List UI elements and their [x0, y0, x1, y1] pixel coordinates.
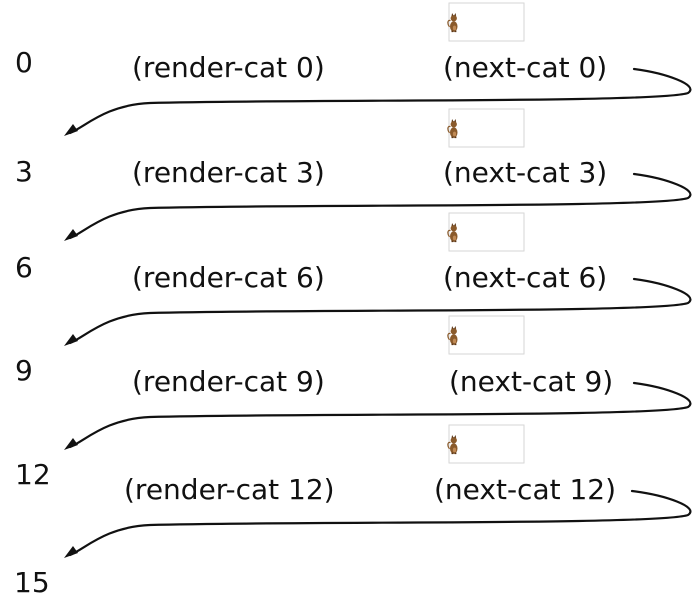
flow-arrow	[68, 381, 692, 449]
row-12: 12 (render-cat 12) (next-cat 12)	[15, 424, 692, 558]
render-cat-expression: (render-cat 0)	[132, 51, 325, 84]
render-cat-expression: (render-cat 9)	[132, 365, 325, 398]
row-3: 3 (render-cat 3) (next-cat 3)	[15, 108, 692, 241]
render-cat-expression: (render-cat 6)	[132, 261, 325, 294]
cat-thumbnail	[447, 108, 525, 148]
next-cat-expression: (next-cat 3)	[443, 156, 607, 189]
render-cat-expression: (render-cat 3)	[132, 156, 325, 189]
row-0: 0 (render-cat 0) (next-cat 0)	[15, 2, 692, 136]
cat-thumbnail	[447, 212, 525, 252]
counter-label: 9	[15, 354, 33, 387]
flow-arrow	[68, 172, 692, 240]
counter-label: 3	[15, 155, 33, 188]
next-cat-expression: (next-cat 0)	[443, 51, 607, 84]
render-cat-expression: (render-cat 12)	[124, 473, 335, 506]
cat-thumbnail	[447, 424, 525, 464]
arrowhead	[64, 229, 78, 241]
arrowhead	[64, 334, 78, 346]
next-cat-expression: (next-cat 9)	[449, 365, 613, 398]
flow-arrow	[68, 277, 692, 345]
arrowhead	[64, 546, 78, 558]
row-6: 6 (render-cat 6) (next-cat 6)	[15, 212, 692, 346]
next-cat-expression: (next-cat 6)	[443, 261, 607, 294]
flow-arrow	[68, 67, 692, 135]
thumbnail-frame	[448, 108, 525, 148]
counter-label: 0	[15, 46, 33, 79]
arrowhead	[64, 124, 78, 136]
final-counter-label: 15	[14, 566, 50, 599]
cat-thumbnail	[447, 315, 525, 355]
counter-label: 12	[15, 458, 51, 491]
counter-label: 6	[15, 251, 33, 284]
thumbnail-frame	[448, 315, 525, 355]
thumbnail-frame	[448, 2, 525, 42]
next-cat-expression: (next-cat 12)	[434, 473, 616, 506]
thumbnail-frame	[448, 424, 525, 464]
flow-arrow	[68, 489, 692, 557]
cat-thumbnail	[447, 2, 525, 42]
thumbnail-frame	[448, 212, 525, 252]
arrowhead	[64, 438, 78, 450]
row-9: 9 (render-cat 9) (next-cat 9)	[15, 315, 692, 450]
